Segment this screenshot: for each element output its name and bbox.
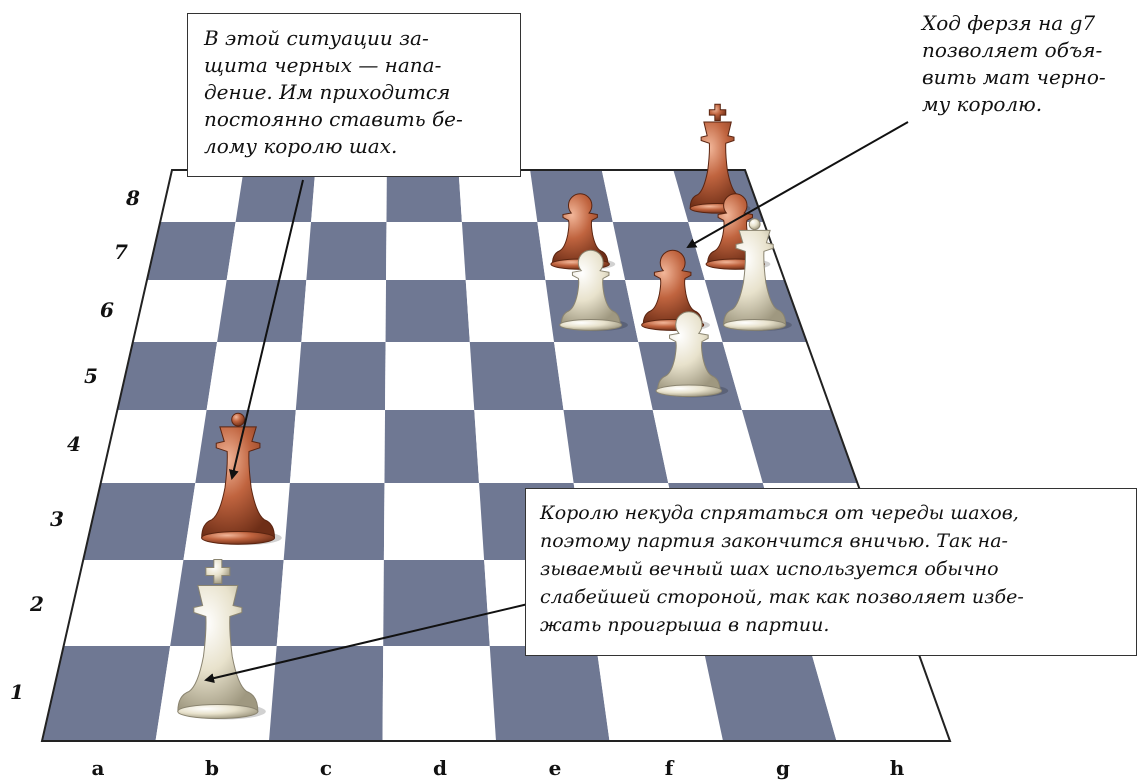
callout-line: позволяет объя- xyxy=(922,38,1103,62)
file-label-d: d xyxy=(433,756,447,780)
file-label-a: a xyxy=(91,756,105,780)
square-d2 xyxy=(383,560,490,646)
square-a4 xyxy=(100,410,207,483)
square-c2 xyxy=(276,560,384,646)
file-label-g: g xyxy=(776,756,790,780)
square-c1 xyxy=(269,646,384,741)
callout-line: Ход ферзя на g7 xyxy=(922,11,1096,35)
square-h4 xyxy=(741,410,858,483)
square-c5 xyxy=(295,342,386,410)
rank-label-4: 4 xyxy=(67,432,81,456)
file-label-e: e xyxy=(548,756,562,780)
callout-bottom-right: Королю некуда спрятаться от череды шахов… xyxy=(525,488,1137,656)
callout-line: зываемый вечный шах используется обычно xyxy=(540,558,999,580)
square-a3 xyxy=(83,483,196,560)
square-d1 xyxy=(382,646,496,741)
white-pawn-g5 xyxy=(655,311,729,398)
callout-top-right: Ход ферзя на g7 позволяет объя- вить мат… xyxy=(922,10,1137,118)
square-a8 xyxy=(160,170,244,222)
square-d6 xyxy=(385,280,470,342)
arrow-bottom-right xyxy=(204,603,529,684)
square-c8 xyxy=(311,170,387,222)
square-d3 xyxy=(383,483,485,560)
callout-line: вить мат черно- xyxy=(922,65,1106,89)
square-e5 xyxy=(469,342,564,410)
square-g4 xyxy=(652,410,763,483)
rank-label-1: 1 xyxy=(10,680,24,704)
callout-line: лому королю шах. xyxy=(204,134,398,158)
square-h5 xyxy=(722,342,832,410)
square-f1 xyxy=(596,646,723,741)
square-c7 xyxy=(306,222,387,280)
square-a5 xyxy=(117,342,218,410)
black-queen-b3 xyxy=(201,412,282,546)
rank-label-8: 8 xyxy=(126,186,140,210)
square-f4 xyxy=(563,410,669,483)
square-a7 xyxy=(146,222,236,280)
square-a2 xyxy=(63,560,184,646)
square-b7 xyxy=(226,222,312,280)
callout-line: постоянно ставить бе- xyxy=(204,107,463,131)
rank-label-5: 5 xyxy=(84,364,98,388)
square-e1 xyxy=(489,646,610,741)
callout-line: Королю некуда спрятаться от череды шахов… xyxy=(540,502,1019,524)
file-label-h: h xyxy=(889,756,905,780)
white-queen-h6 xyxy=(723,218,792,332)
white-pawn-f6 xyxy=(559,249,628,332)
square-a1 xyxy=(42,646,171,741)
square-c4 xyxy=(289,410,386,483)
callout-arrows xyxy=(204,121,909,684)
square-b8 xyxy=(235,170,316,222)
arrow-top-left xyxy=(228,179,304,480)
white-king-b1 xyxy=(177,559,266,720)
square-f8 xyxy=(530,170,613,222)
square-e8 xyxy=(458,170,538,222)
callout-line: жать проигрыша в партии. xyxy=(540,614,830,636)
square-e6 xyxy=(465,280,555,342)
square-d7 xyxy=(386,222,466,280)
square-a6 xyxy=(132,280,227,342)
callout-line: щита черных — напа- xyxy=(204,53,442,77)
pieces-layer xyxy=(177,103,792,720)
square-e4 xyxy=(474,410,574,483)
callout-line: слабейшей стороной, так как позволяет из… xyxy=(540,586,1024,608)
callout-line: му королю. xyxy=(922,92,1043,116)
square-g8 xyxy=(601,170,689,222)
square-b5 xyxy=(206,342,302,410)
file-label-c: c xyxy=(319,756,333,780)
file-label-b: b xyxy=(205,756,219,780)
rank-label-7: 7 xyxy=(114,240,128,264)
rank-label-2: 2 xyxy=(30,592,44,616)
square-f5 xyxy=(554,342,653,410)
file-label-f: f xyxy=(664,756,674,780)
square-e7 xyxy=(461,222,546,280)
square-b6 xyxy=(217,280,307,342)
callout-line: дение. Им приходится xyxy=(204,80,451,104)
callout-top-left: В этой ситуации за- щита черных — напа- … xyxy=(187,13,521,177)
square-d8 xyxy=(386,170,462,222)
callout-line: В этой ситуации за- xyxy=(204,26,429,50)
rank-label-6: 6 xyxy=(100,298,114,322)
callout-line: поэтому партия закончится вничью. Так на… xyxy=(540,530,1008,552)
square-d5 xyxy=(385,342,475,410)
square-d4 xyxy=(384,410,480,483)
square-c6 xyxy=(301,280,387,342)
board-border xyxy=(40,169,952,742)
square-g1 xyxy=(702,646,837,741)
square-h1 xyxy=(809,646,950,741)
arrow-top-right xyxy=(686,121,909,248)
rank-label-3: 3 xyxy=(50,507,64,531)
square-c3 xyxy=(283,483,385,560)
